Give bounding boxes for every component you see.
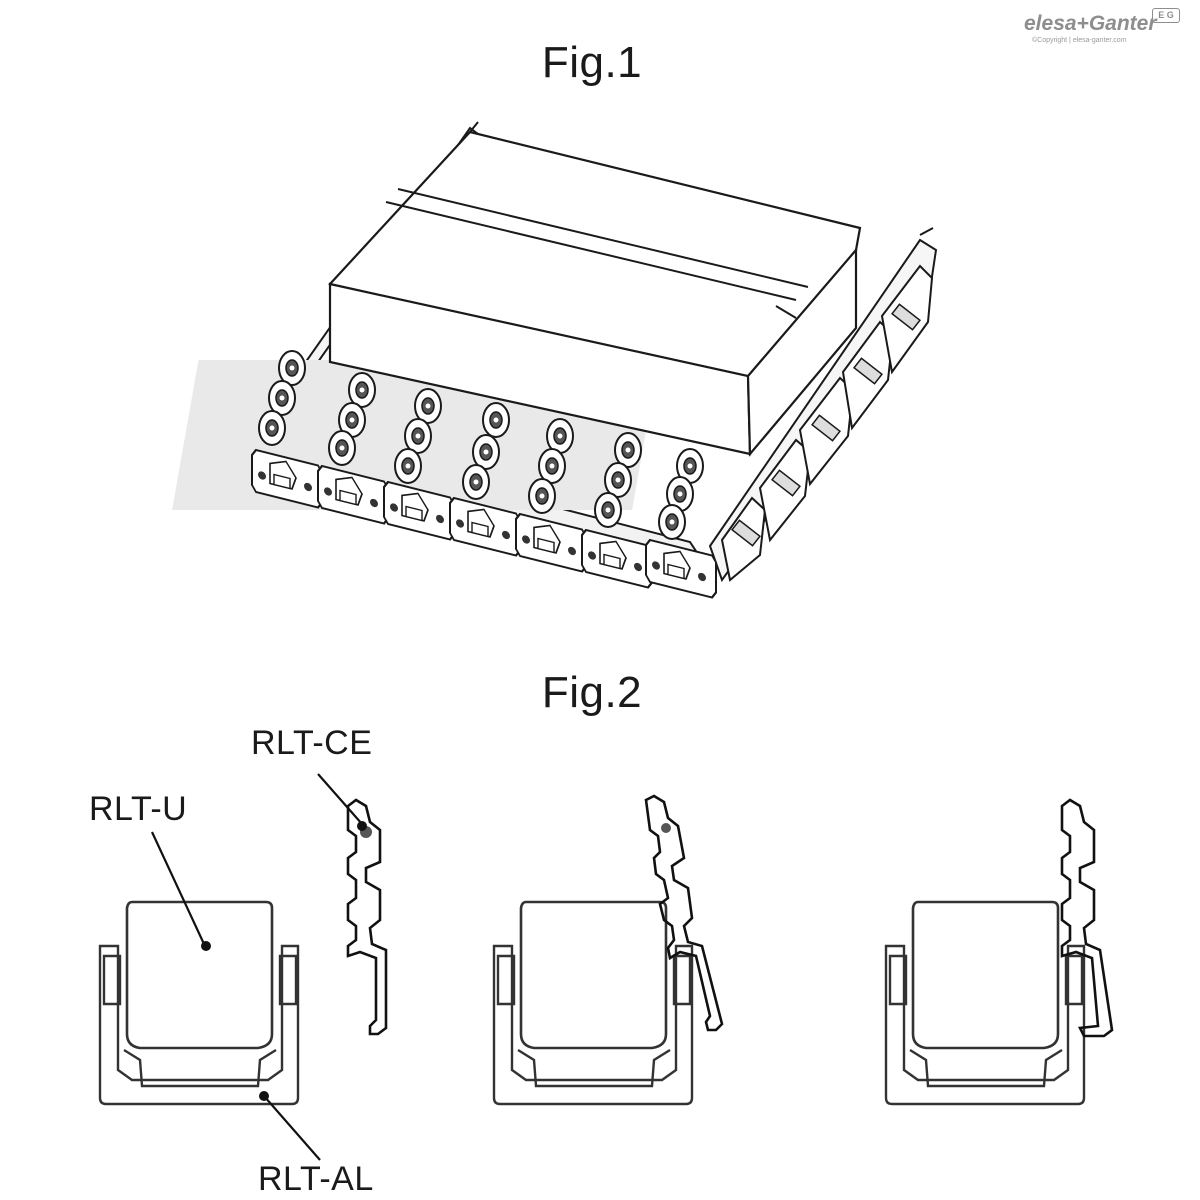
elesa-ganter-logo: elesa+Ganter E G ©Copyright | elesa-gant… [1024, 8, 1180, 48]
fig2-title: Fig.2 [541, 668, 643, 717]
fig1-title: Fig.1 [541, 38, 643, 87]
label-rlt-ce: RLT-CE [251, 724, 373, 762]
logo-badge: E G [1152, 8, 1180, 23]
end-cap-marker [357, 821, 367, 831]
section-2 [492, 794, 724, 1106]
section-1 [98, 798, 388, 1106]
profile-marker [259, 1091, 269, 1101]
cross-section-drawings [98, 773, 1114, 1161]
label-rlt-u: RLT-U [89, 790, 188, 828]
carton-box [328, 121, 862, 457]
section-3 [884, 798, 1114, 1106]
label-rlt-al: RLT-AL [258, 1160, 374, 1198]
leader-lines [151, 773, 363, 1161]
conveyor-assembly-drawing [172, 121, 938, 600]
logo-copyright: ©Copyright | elesa-ganter.com [1032, 37, 1127, 44]
roller-marker [201, 941, 211, 951]
logo-wordmark: elesa+Ganter [1024, 12, 1157, 35]
